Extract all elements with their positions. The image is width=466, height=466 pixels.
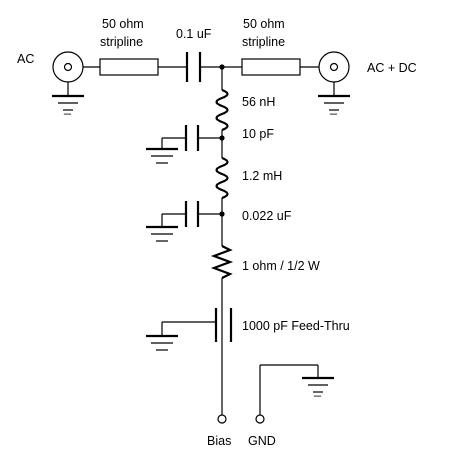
resistor-label: 1 ohm / 1/2 W [242, 259, 320, 273]
bias-terminal [217, 414, 227, 424]
gnd-label: GND [248, 434, 276, 448]
gnd-wire [259, 364, 319, 415]
stripline-right [241, 58, 301, 76]
stripline-right-label-2: stripline [242, 35, 285, 49]
coupling-capacitor [185, 52, 202, 82]
ground-symbol-feedthru [146, 334, 178, 351]
inductor-56nh [215, 88, 229, 132]
feedthru-capacitor-label: 1000 pF Feed-Thru [242, 319, 350, 333]
output-label: AC + DC [367, 61, 417, 75]
stripline-left [99, 58, 159, 76]
ground-symbol-cap1 [146, 147, 178, 164]
capacitor-0-022uf [161, 201, 222, 227]
coupling-capacitor-label: 0.1 uF [176, 27, 212, 41]
stripline-right-label-1: 50 ohm [243, 17, 285, 31]
ground-symbol-cap2 [146, 225, 178, 242]
bnc-connector-output [318, 51, 350, 96]
ground-symbol-output [318, 94, 350, 111]
ground-mark-input: _ [63, 101, 72, 115]
ground-symbol-gnd [302, 376, 334, 393]
inductor-1-2mh-label: 1.2 mH [242, 169, 282, 183]
input-label: AC [17, 52, 34, 66]
gnd-terminal [255, 414, 265, 424]
ground-symbol-input [52, 94, 84, 111]
bias-label: Bias [207, 434, 231, 448]
stripline-left-label-1: 50 ohm [102, 17, 144, 31]
inductor-1-2mh [215, 156, 229, 200]
capacitor-10pf-label: 10 pF [242, 127, 274, 141]
feedthru-capacitor [161, 308, 233, 342]
capacitor-10pf [161, 125, 222, 151]
capacitor-0-022uf-label: 0.022 uF [242, 209, 292, 223]
resistor-1ohm [210, 245, 234, 279]
bnc-connector-input [52, 51, 84, 96]
ground-mark-output: _ [329, 101, 338, 115]
inductor-56nh-label: 56 nH [242, 95, 275, 109]
ground-mark-gnd: _ [313, 383, 322, 397]
stripline-left-label-2: stripline [100, 35, 143, 49]
